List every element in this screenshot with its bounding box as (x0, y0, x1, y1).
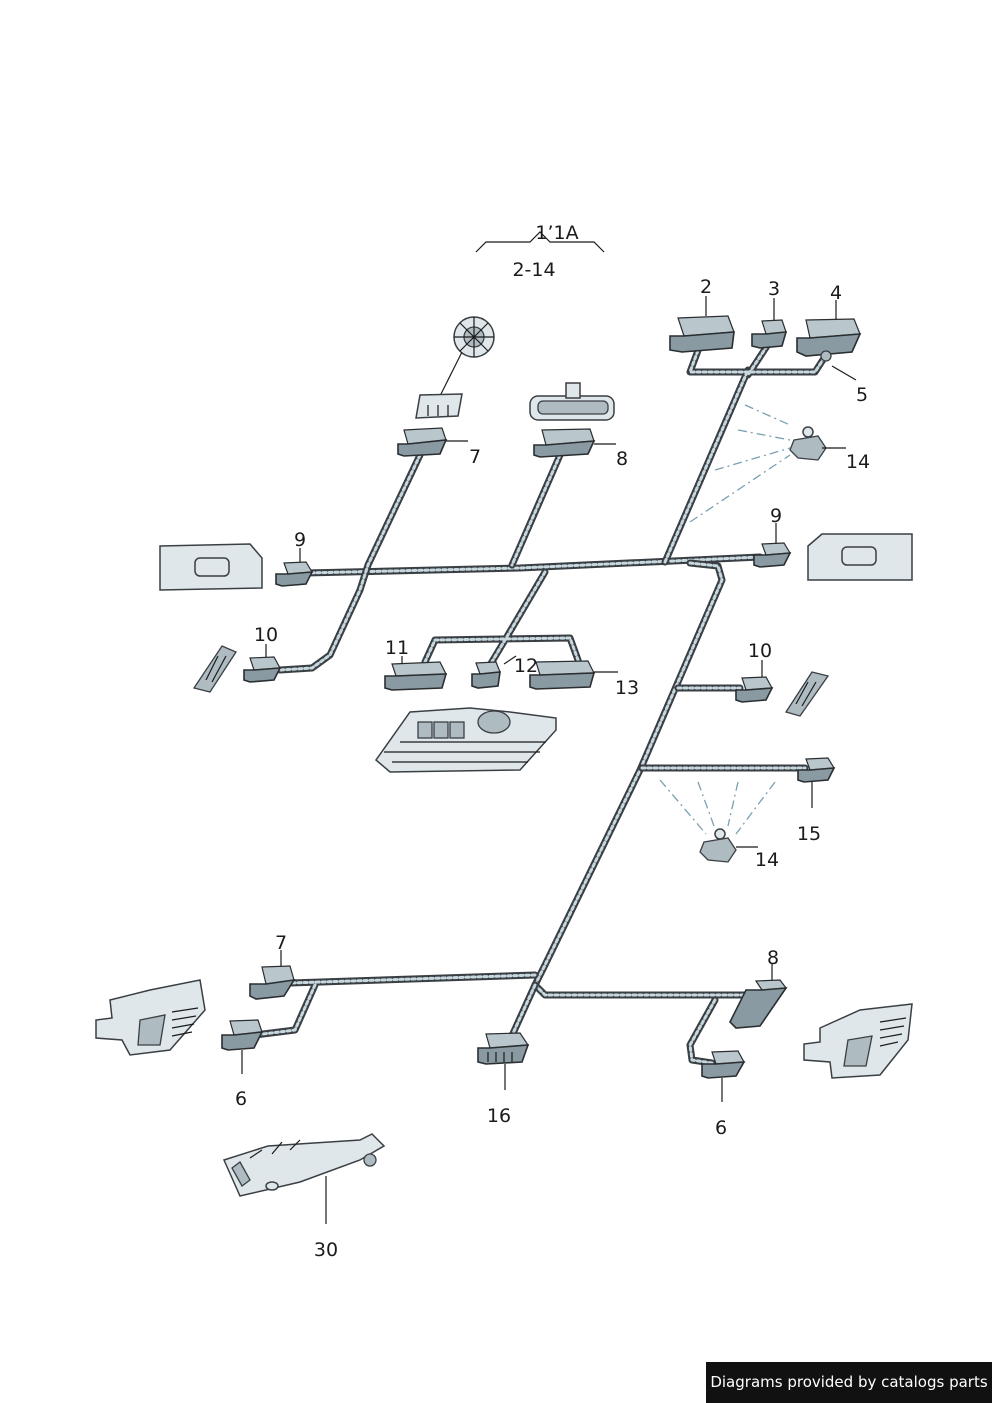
connector-15 (797, 757, 836, 783)
group-bracket (475, 231, 605, 253)
callout-2: 2 (700, 276, 712, 298)
callout-9-right: 9 (770, 505, 782, 527)
callout-10-left: 10 (254, 624, 278, 646)
mounting-bracket-30 (222, 1133, 386, 1197)
interior-mirror (529, 382, 615, 421)
callout-6-left: 6 (235, 1088, 247, 1110)
connector-11 (384, 661, 448, 691)
door-light-left (95, 979, 206, 1056)
vanity-light-right (807, 533, 913, 581)
roof-console (374, 707, 557, 773)
connector-13 (529, 660, 596, 690)
callout-30: 30 (314, 1239, 338, 1261)
connector-9-right (753, 542, 792, 568)
connector-6-left (221, 1019, 264, 1051)
callout-7-bottom: 7 (275, 932, 287, 954)
callout-10-right: 10 (748, 640, 772, 662)
connector-9-left (275, 561, 314, 587)
callout-5: 5 (856, 384, 868, 406)
connector-7-top (397, 427, 448, 457)
connector-10-left (243, 656, 282, 683)
callout-8-bottom: 8 (767, 947, 779, 969)
callout-labels: 2 3 4 5 7 8 14 9 9 10 10 11 12 13 15 14 … (235, 276, 870, 1261)
range-label: 2-14 (512, 259, 555, 281)
harness-cables (251, 341, 832, 1067)
callout-14-top: 14 (846, 451, 870, 473)
callout-16: 16 (487, 1105, 511, 1127)
sensor-module-top (415, 316, 495, 419)
callout-8-top: 8 (616, 448, 628, 470)
credit-banner[interactable]: Diagrams provided by catalogs parts (706, 1362, 992, 1403)
callout-11: 11 (385, 637, 409, 659)
callout-12: 12 (514, 655, 538, 677)
connector-6-right (701, 1050, 746, 1079)
callout-3: 3 (768, 278, 780, 300)
connector-7-bottom (249, 965, 296, 1000)
connector-12 (471, 661, 501, 689)
door-light-right (803, 1003, 913, 1079)
reading-lamp-left (192, 645, 237, 693)
connector-3 (751, 319, 788, 349)
connector-4 (796, 318, 862, 362)
cable-clip-14-top (789, 426, 827, 461)
connector-2 (669, 315, 735, 353)
callout-13: 13 (615, 677, 639, 699)
connector-16 (477, 1032, 530, 1065)
connector-10-right (735, 676, 774, 703)
leader-lines (241, 296, 857, 1224)
callout-15: 15 (797, 823, 821, 845)
callout-7-top: 7 (469, 446, 481, 468)
reading-lamp-right (784, 671, 830, 717)
callout-4: 4 (830, 282, 842, 304)
callout-6-right: 6 (715, 1117, 727, 1139)
cable-clip-14-bottom (699, 828, 737, 863)
clip-attachment-lines (659, 404, 791, 835)
vanity-light-left (159, 543, 263, 591)
callout-14-bottom: 14 (755, 849, 779, 871)
connector-8-bottom (729, 979, 788, 1029)
group-label: 1’1A (535, 222, 578, 244)
callout-9-left: 9 (294, 529, 306, 551)
connector-8-top (533, 428, 596, 458)
